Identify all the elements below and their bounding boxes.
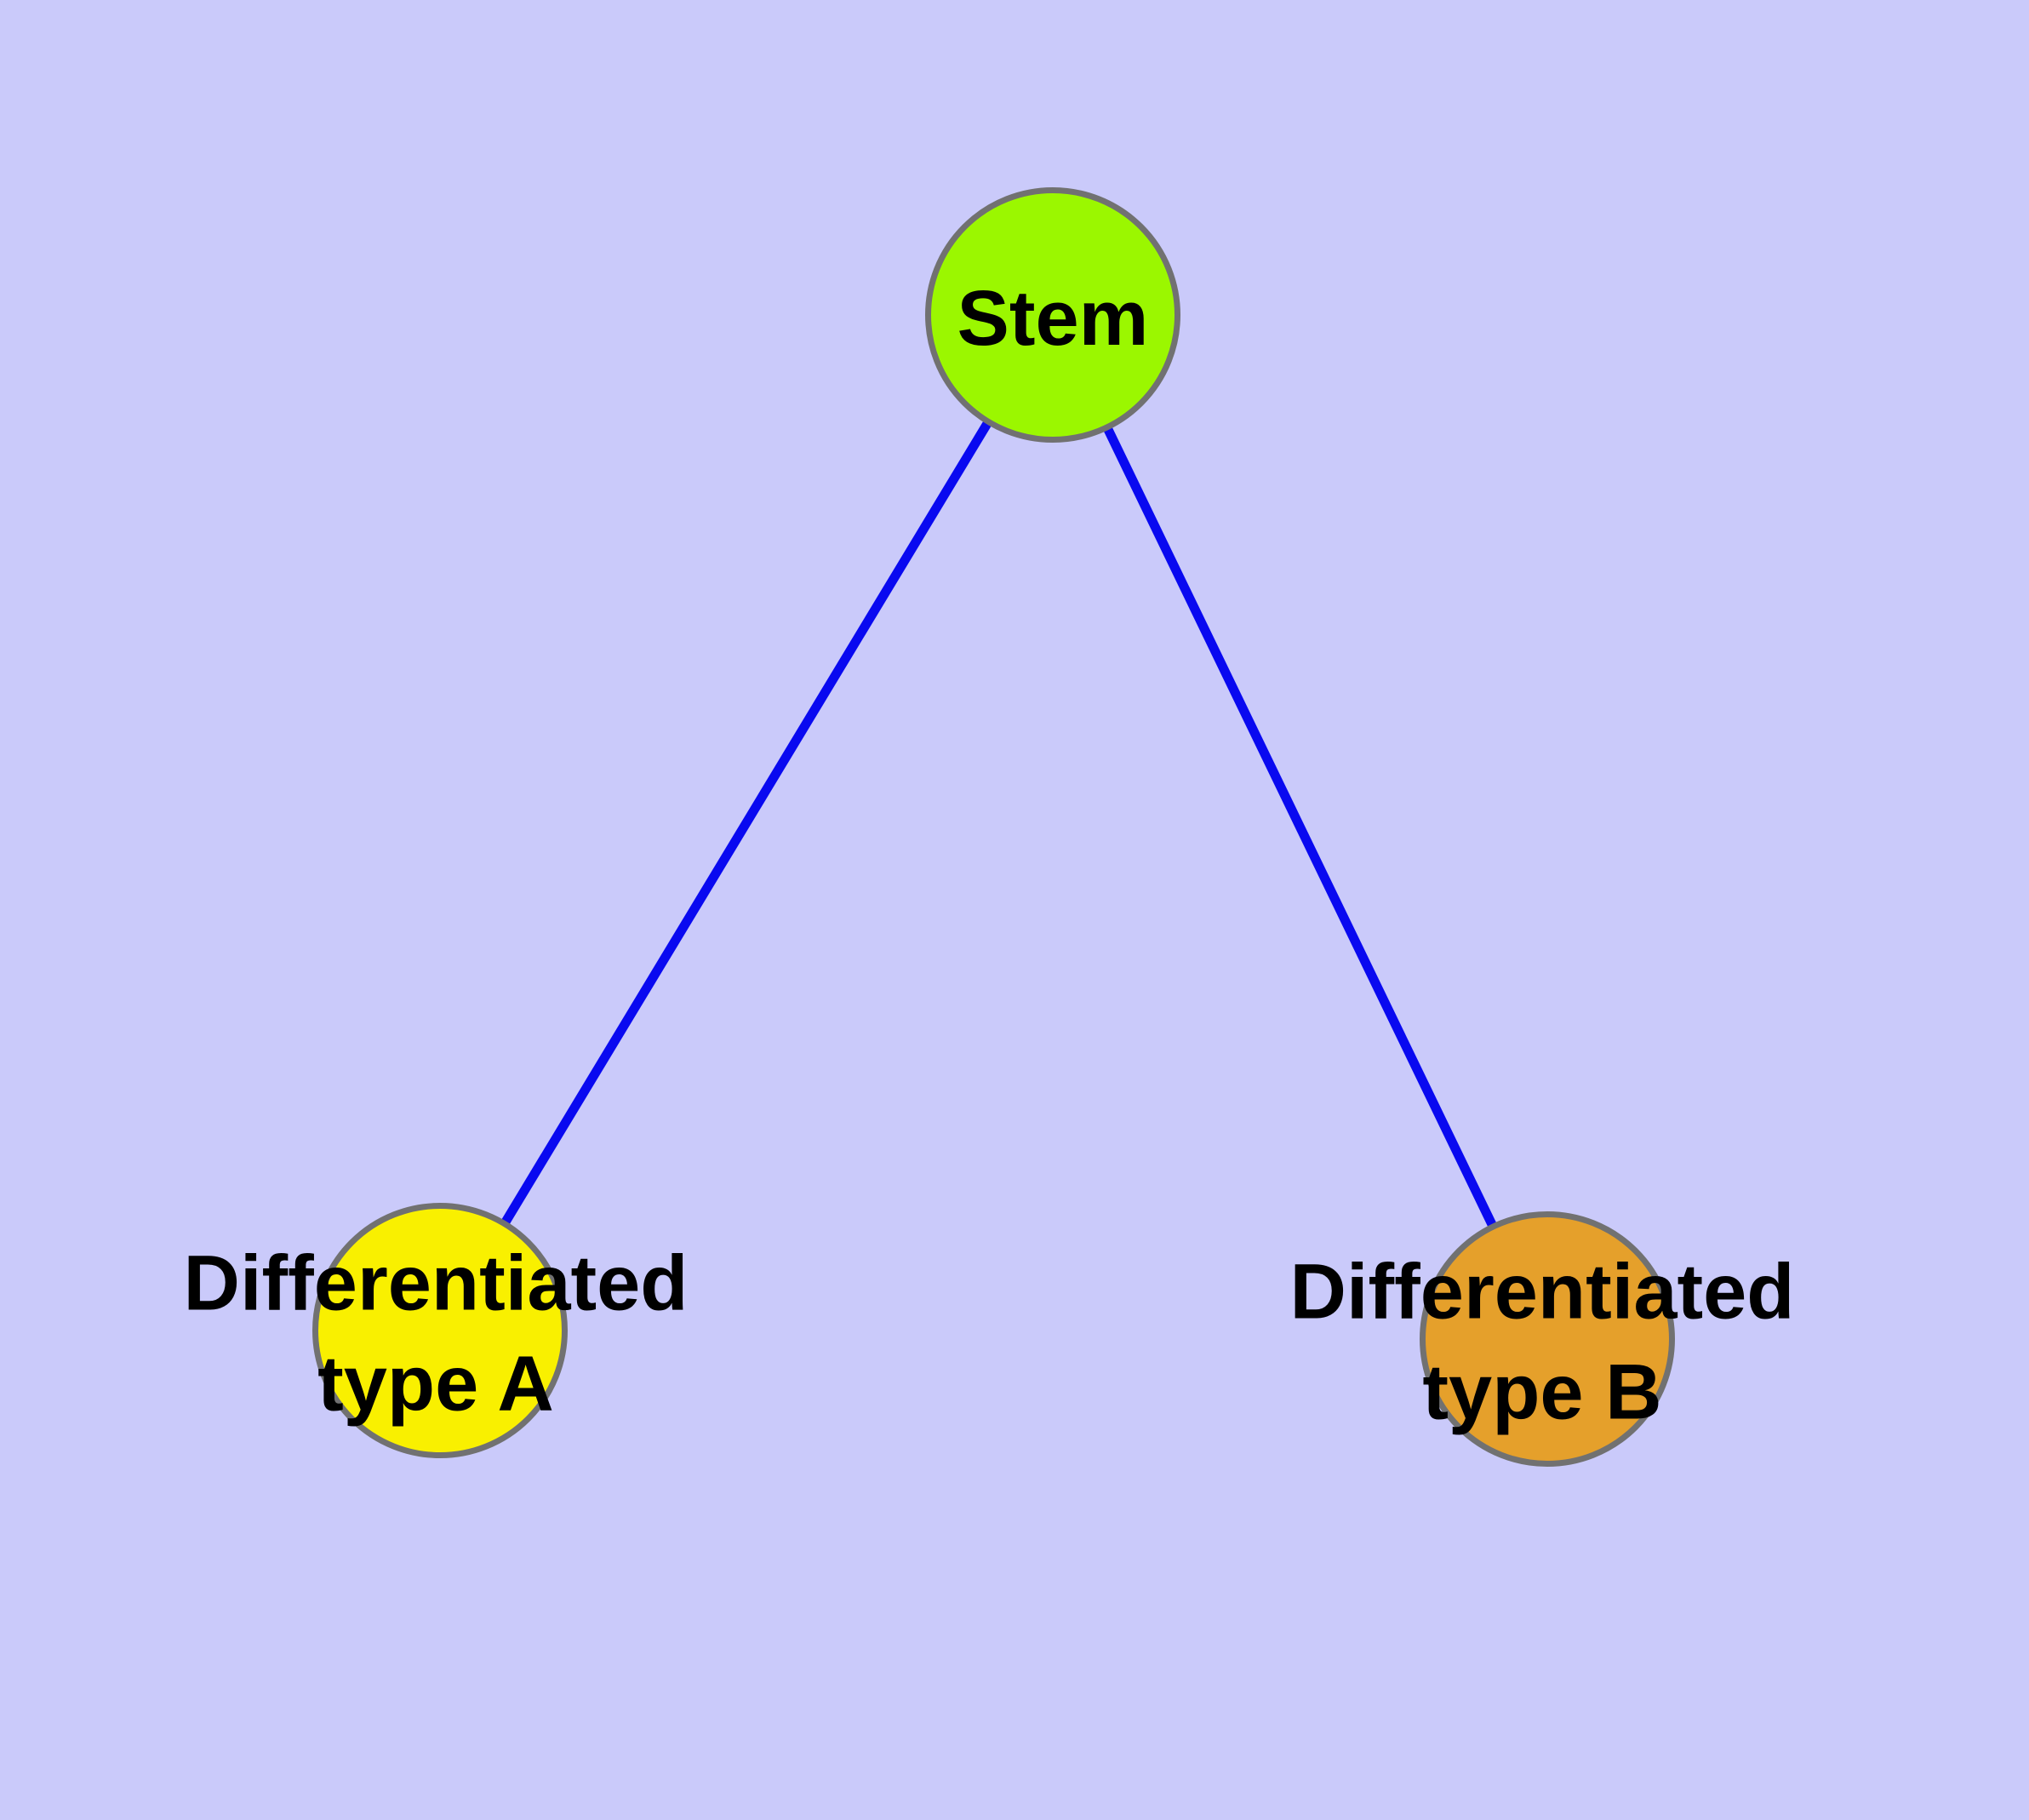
node-differentiated-type-a-label: Differentiated type A — [183, 1239, 689, 1427]
node-stem-label: Stem — [957, 275, 1149, 363]
edge-stem-to-type-a — [436, 312, 1057, 1333]
node-stem — [925, 187, 1180, 443]
edge-stem-to-type-b — [1049, 312, 1552, 1342]
node-differentiated-type-b-label: Differentiated type B — [1289, 1248, 1795, 1435]
node-differentiated-type-b — [1420, 1211, 1675, 1467]
node-differentiated-type-a — [312, 1203, 568, 1458]
